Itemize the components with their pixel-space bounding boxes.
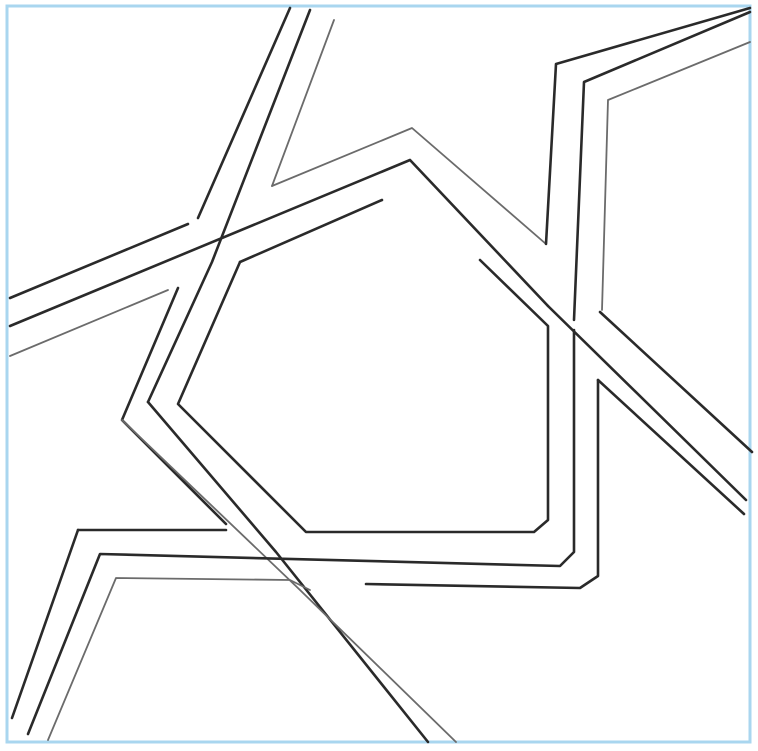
background [0, 0, 758, 751]
pattern-drawing [0, 0, 758, 751]
